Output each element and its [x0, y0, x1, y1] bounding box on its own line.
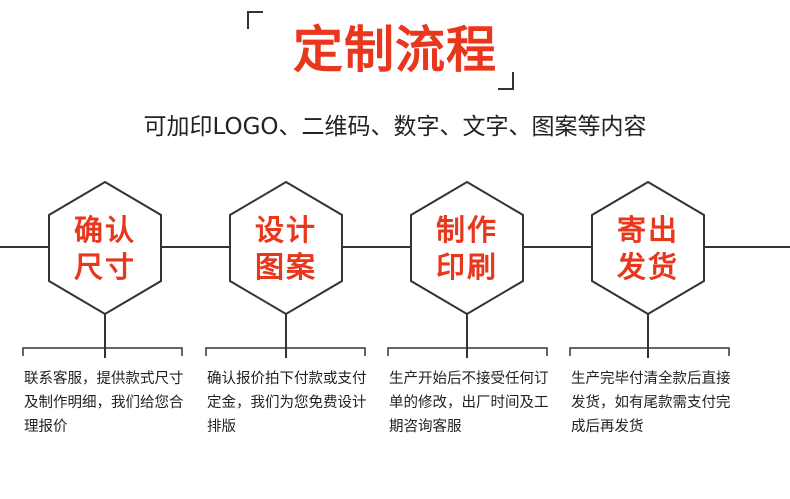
step-1-bracket: [22, 347, 183, 356]
step-2-label-line2: 图案: [254, 250, 317, 284]
step-2-description: 确认报价拍下付款或支付定金，我们为您免费设计排版: [207, 371, 367, 435]
step-1-label: 确认 尺寸: [40, 212, 170, 286]
step-3-label: 制作 印刷: [402, 212, 532, 286]
step-4-label: 寄出 发货: [583, 212, 713, 286]
step-3-bracket: [387, 347, 548, 356]
step-3-shape: [387, 180, 548, 358]
step-3-label-line2: 印刷: [435, 250, 498, 284]
step-2-label-line1: 设计: [254, 213, 317, 247]
step-3-description: 生产开始后不接受任何订单的修改，出厂时间及工期咨询客服: [389, 371, 549, 435]
step-4-description: 生产完毕付清全款后直接发货，如有尾款需支付完成后再发货: [571, 371, 731, 435]
step-4-label-line1: 寄出: [616, 213, 679, 247]
step-1-shape: [22, 180, 183, 358]
step-4-label-line2: 发货: [616, 250, 679, 284]
title-bracket-left: [247, 11, 263, 29]
step-2-shape: [205, 180, 366, 358]
page-title: 定制流程: [293, 21, 497, 79]
step-1-label-line2: 尺寸: [73, 250, 136, 284]
step-1-description: 联系客服，提供款式尺寸及制作明细，我们给您合理报价: [24, 371, 184, 435]
step-1-label-line1: 确认: [73, 213, 136, 247]
step-3-label-line1: 制作: [435, 213, 498, 247]
step-2-bracket: [205, 347, 366, 356]
step-2-label: 设计 图案: [221, 212, 351, 286]
title-bracket-right: [498, 72, 514, 90]
step-4-bracket: [569, 347, 730, 356]
page-subtitle: 可加印LOGO、二维码、数字、文字、图案等内容: [143, 114, 647, 140]
step-4-shape: [569, 180, 730, 358]
